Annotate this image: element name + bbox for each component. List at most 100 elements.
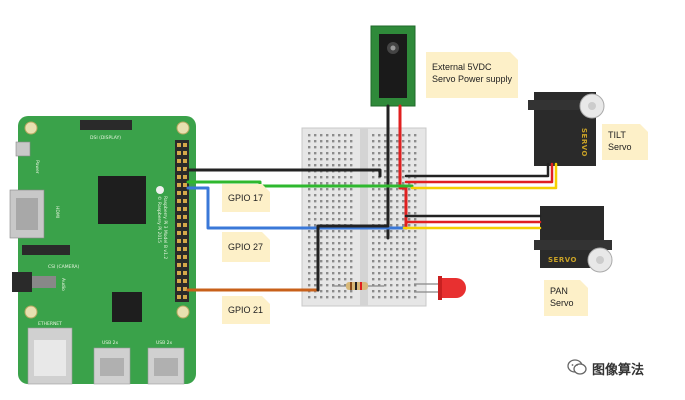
breadboard-hole [396,170,399,173]
breadboard-hole [314,182,317,185]
breadboard-hole [378,152,381,155]
breadboard-hole [308,284,311,287]
breadboard-hole [320,194,323,197]
breadboard-hole [320,236,323,239]
breadboard-hole [402,206,405,209]
breadboard-hole [314,218,317,221]
breadboard-hole [308,248,311,251]
breadboard-hole [384,260,387,263]
gpio-pin [183,175,187,179]
breadboard-hole [326,188,329,191]
breadboard-hole [338,290,341,293]
breadboard-hole [314,266,317,269]
breadboard-hole [372,212,375,215]
breadboard-hole [344,230,347,233]
breadboard-hole [384,164,387,167]
breadboard-hole [414,224,417,227]
breadboard-hole [338,236,341,239]
breadboard-hole [402,236,405,239]
breadboard-hole [308,206,311,209]
breadboard-hole [396,212,399,215]
breadboard-hole [350,152,353,155]
breadboard-hole [326,266,329,269]
breadboard-hole [414,296,417,299]
breadboard-hole [402,296,405,299]
power-label: Power [34,160,40,174]
breadboard-hole [332,260,335,263]
breadboard-hole [414,248,417,251]
breadboard-hole [344,296,347,299]
breadboard-hole [408,224,411,227]
breadboard-hole [320,188,323,191]
wire-tilt-black [404,162,550,178]
gpio-pin [177,143,181,147]
breadboard-hole [332,272,335,275]
breadboard-hole [396,296,399,299]
breadboard-hole [320,242,323,245]
breadboard-hole [326,272,329,275]
breadboard-hole [350,290,353,293]
breadboard-hole [326,218,329,221]
breadboard-hole [344,260,347,263]
note-gpio21: GPIO 21 [222,296,270,324]
note-gpio27-text: GPIO 27 [228,242,263,252]
breadboard-hole [372,158,375,161]
breadboard-hole [332,194,335,197]
breadboard-hole [314,176,317,179]
breadboard-hole [396,146,399,149]
breadboard-hole [308,188,311,191]
note-pan-line1: PAN [550,286,568,296]
hdmi-label: HDMI [54,206,60,218]
breadboard-hole [326,290,329,293]
breadboard-hole [372,200,375,203]
breadboard-hole [314,188,317,191]
breadboard-hole [320,200,323,203]
breadboard-hole [402,254,405,257]
breadboard-hole [350,146,353,149]
breadboard-hole [396,218,399,221]
breadboard-hole [320,278,323,281]
breadboard-hole [332,212,335,215]
note-tilt-line1: TILT [608,130,626,140]
audio-jack [12,272,32,292]
breadboard-hole [332,296,335,299]
breadboard-hole [396,224,399,227]
breadboard-hole [378,134,381,137]
breadboard-hole [338,182,341,185]
breadboard-hole [350,134,353,137]
power-supply [370,25,416,107]
breadboard-hole [372,188,375,191]
breadboard-hole [338,200,341,203]
breadboard-hole [308,296,311,299]
breadboard-hole [320,206,323,209]
led [414,276,466,300]
breadboard-hole [390,200,393,203]
mount-hole [176,121,190,135]
breadboard-hole [326,230,329,233]
breadboard-hole [344,212,347,215]
pcb [18,116,196,384]
breadboard-hole [344,164,347,167]
breadboard-hole [390,218,393,221]
breadboard-hole [314,194,317,197]
breadboard-hole [384,158,387,161]
breadboard-hole [338,194,341,197]
breadboard-hole [344,242,347,245]
breadboard-hole [314,272,317,275]
breadboard-hole [408,260,411,263]
breadboard-hole [350,158,353,161]
breadboard-hole [308,212,311,215]
breadboard-hole [320,158,323,161]
wire-tilt-yellow [410,162,558,190]
breadboard-hole [402,212,405,215]
breadboard-hole [390,248,393,251]
mount-hole [176,305,190,319]
breadboard-hole [396,134,399,137]
breadboard-hole [402,248,405,251]
gpio-pin [177,183,181,187]
breadboard-hole [378,140,381,143]
usb-label-1: USB 2x [102,340,119,346]
breadboard-hole [378,194,381,197]
breadboard-hole [414,146,417,149]
